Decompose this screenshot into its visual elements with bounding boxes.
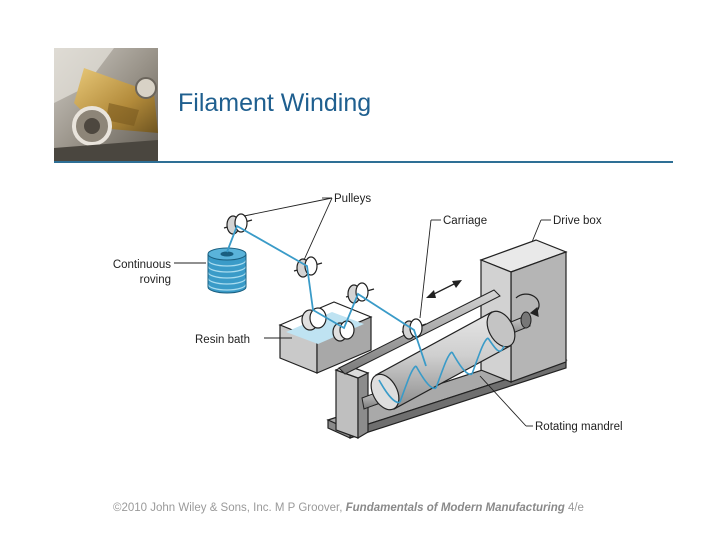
traverse-arrow bbox=[426, 280, 462, 298]
label-drive-box: Drive box bbox=[553, 215, 602, 227]
filament-winding-diagram: Pulleys Carriage Drive box Continuous ro… bbox=[113, 193, 623, 440]
fiber-path bbox=[226, 224, 427, 367]
label-roving: roving bbox=[140, 274, 171, 286]
leader-lines bbox=[174, 197, 551, 427]
slide-title: Filament Winding bbox=[178, 89, 372, 117]
label-resin-bath: Resin bath bbox=[195, 334, 250, 346]
title-divider bbox=[54, 161, 673, 163]
label-rotating-mandrel: Rotating mandrel bbox=[535, 421, 623, 433]
footer-copyright: ©2010 John Wiley & Sons, Inc. M P Groove… bbox=[113, 502, 346, 514]
label-carriage: Carriage bbox=[443, 215, 487, 227]
label-pulleys: Pulleys bbox=[334, 193, 371, 205]
footer-book-title: Fundamentals of Modern Manufacturing bbox=[345, 502, 565, 514]
rotating-mandrel bbox=[361, 310, 532, 411]
label-continuous: Continuous bbox=[113, 259, 171, 271]
footer-citation: ©2010 John Wiley & Sons, Inc. M P Groove… bbox=[113, 502, 584, 514]
roving-spool bbox=[207, 247, 247, 294]
footer-edition: 4/e bbox=[564, 502, 584, 514]
resin-bath bbox=[278, 301, 373, 374]
machined-metal-part-photo-icon bbox=[54, 48, 158, 162]
